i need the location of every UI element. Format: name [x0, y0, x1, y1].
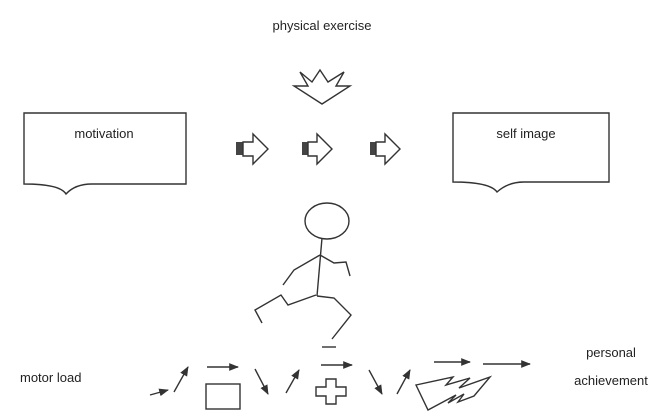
right-block-arrow-icon — [370, 132, 401, 166]
arrow-icon — [285, 369, 300, 394]
personal-label: personal — [586, 345, 636, 360]
physical-exercise-label: physical exercise — [273, 18, 372, 33]
achievement-label: achievement — [574, 373, 648, 388]
motor-load-arrow-sequence — [149, 358, 531, 397]
right-block-arrow-icon — [236, 132, 269, 166]
stick-figure-runner-icon — [254, 202, 352, 348]
right-block-arrow-icon — [302, 132, 333, 166]
rectangle-icon — [205, 383, 241, 410]
arrow-icon — [149, 388, 169, 397]
down-arrow-icon — [291, 68, 353, 105]
motor-load-label: motor load — [20, 370, 81, 385]
self-image-label: self image — [496, 126, 555, 141]
motivation-box: motivation — [23, 112, 187, 196]
arrow-icon — [396, 369, 411, 395]
arrow-icon — [368, 369, 383, 395]
motivation-label: motivation — [74, 126, 133, 141]
arrow-icon — [173, 366, 189, 393]
self-image-box: self image — [452, 112, 610, 194]
lightning-icon — [414, 375, 493, 411]
cross-icon — [315, 378, 347, 405]
arrow-icon — [254, 368, 269, 395]
